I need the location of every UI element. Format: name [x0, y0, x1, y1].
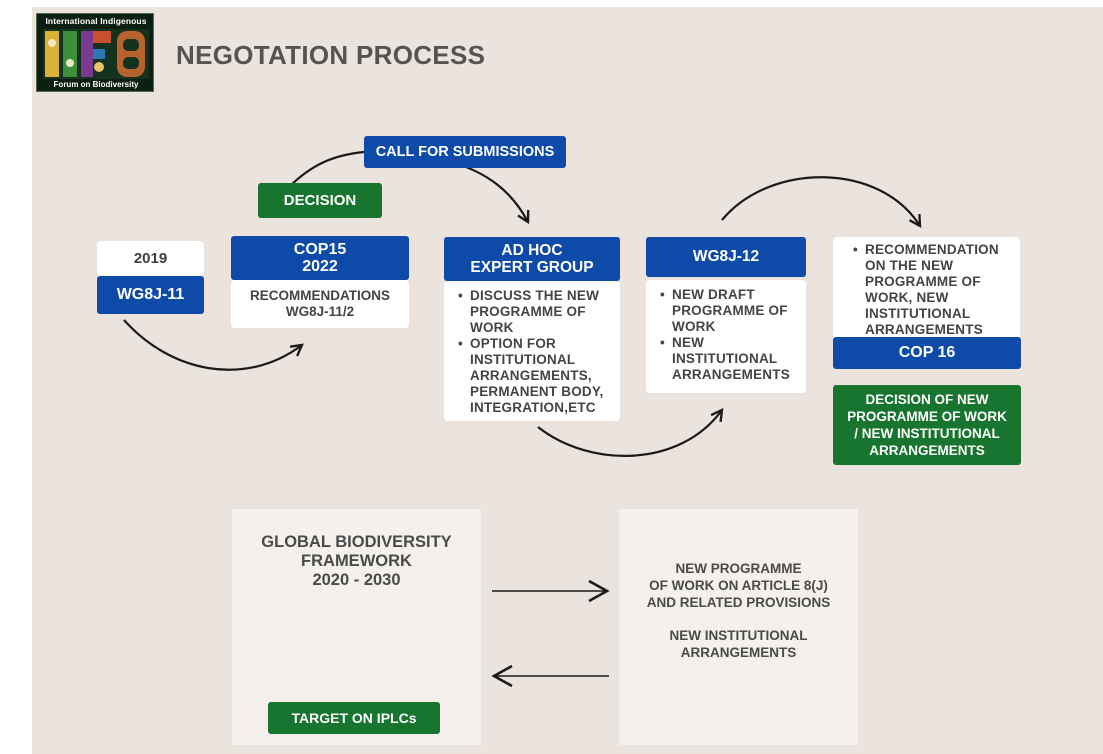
ad-hoc-item: DISCUSS THE NEW PROGRAMME OF WORK	[458, 288, 614, 336]
iifb-logo: International Indigenous Forum on Biodiv…	[36, 13, 154, 92]
target-on-iplcs-box: TARGET ON IPLCs	[268, 702, 440, 734]
ad-hoc-expert-group-box: AD HOC EXPERT GROUP	[444, 237, 620, 281]
cop16-box: COP 16	[833, 337, 1021, 369]
recommendations-box: RECOMMENDATIONS WG8J-11/2	[231, 280, 409, 328]
cop15-box: COP15 2022	[231, 236, 409, 280]
page-title: NEGOTATION PROCESS	[176, 40, 486, 70]
cop16-item: RECOMMENDATION ON THE NEW PROGRAMME OF W…	[853, 242, 1014, 338]
year-box: 2019	[97, 241, 204, 276]
cop16-items-box: RECOMMENDATION ON THE NEW PROGRAMME OF W…	[833, 237, 1020, 339]
cop16-decision-box: DECISION OF NEW PROGRAMME OF WORK / NEW …	[833, 385, 1021, 465]
ad-hoc-items-box: DISCUSS THE NEW PROGRAMME OF WORK OPTION…	[444, 281, 620, 421]
cop16-items-list: RECOMMENDATION ON THE NEW PROGRAMME OF W…	[851, 242, 1014, 338]
arrow-call-to-adhoc	[447, 159, 528, 222]
wg8j-12-box: WG8J-12	[646, 237, 806, 277]
wg8j-11-box: WG8J-11	[97, 276, 204, 314]
arrow-wg8j12-to-cop16	[721, 176, 920, 226]
wg8j-12-items-box: NEW DRAFT PROGRAMME OF WORK NEW INSTITUT…	[646, 280, 806, 393]
arrow-cop15-to-call	[287, 150, 365, 189]
new-programme-panel	[619, 509, 858, 745]
logo-mark	[43, 29, 149, 79]
arrow-wg8j11-to-cop15	[123, 319, 302, 371]
logo-bottom-text: Forum on Biodiversity	[53, 80, 139, 89]
gbf-label: GLOBAL BIODIVERSITY FRAMEWORK 2020 - 203…	[261, 532, 452, 589]
new-programme-label: NEW PROGRAMME OF WORK ON ARTICLE 8(J) AN…	[646, 560, 831, 610]
wg8j-12-item: NEW INSTITUTIONAL ARRANGEMENTS	[660, 335, 800, 383]
arrow-adhoc-to-wg8j12	[537, 410, 722, 457]
new-institutional-label: NEW INSTITUTIONAL ARRANGEMENTS	[669, 628, 808, 660]
logo-top-text: International Indigenous	[45, 16, 147, 26]
wg8j-12-items-list: NEW DRAFT PROGRAMME OF WORK NEW INSTITUT…	[658, 287, 800, 383]
wg8j-12-item: NEW DRAFT PROGRAMME OF WORK	[660, 287, 800, 335]
ad-hoc-item: OPTION FOR INSTITUTIONAL ARRANGEMENTS, P…	[458, 336, 614, 416]
decision-box: DECISION	[258, 183, 382, 218]
call-for-submissions-box: CALL FOR SUBMISSIONS	[364, 136, 566, 168]
ad-hoc-items-list: DISCUSS THE NEW PROGRAMME OF WORK OPTION…	[456, 288, 614, 416]
